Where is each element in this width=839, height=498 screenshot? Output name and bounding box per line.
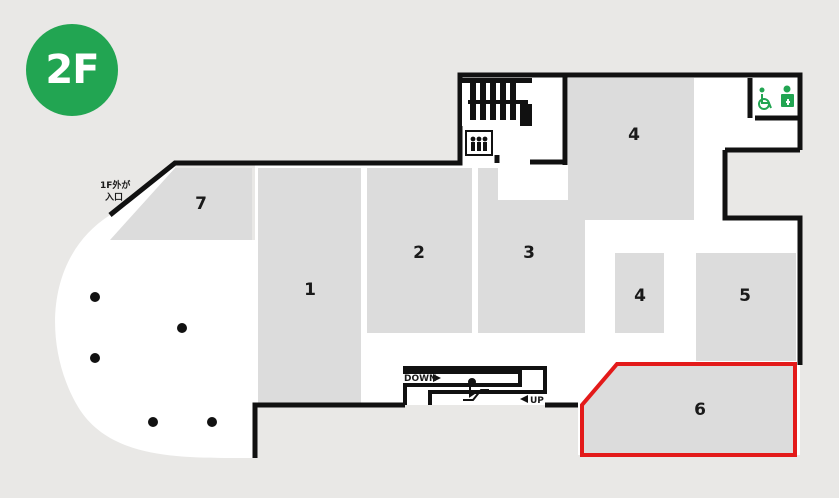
escalator	[403, 366, 547, 405]
shop-6-label: 6	[694, 400, 706, 420]
shop-6-area[interactable]	[582, 364, 795, 455]
shop-1-area[interactable]	[258, 168, 361, 405]
down-arrow	[433, 374, 441, 382]
shop-3-area[interactable]	[478, 168, 585, 333]
shop-5-area[interactable]	[696, 253, 796, 361]
restroom-icon	[781, 85, 794, 107]
up-arrow	[520, 395, 528, 403]
shop-7-area[interactable]	[110, 168, 252, 240]
pillar-dot	[90, 292, 100, 302]
shop-7-label: 7	[195, 194, 207, 214]
escalator-frame	[403, 366, 547, 405]
shop-2-label: 2	[413, 243, 425, 263]
entrance-label-line1: 1F外が	[100, 179, 131, 191]
shop-6-highlight	[580, 362, 797, 457]
escalator-up-label: UP	[530, 396, 544, 406]
wheelchair-icon	[758, 87, 772, 110]
core-walls	[494, 75, 800, 165]
shop-5-label: 5	[739, 286, 751, 306]
outer-walls	[108, 72, 803, 458]
floor-badge: 2F	[26, 24, 118, 116]
outdoor-plaza	[55, 165, 255, 458]
pillar-dot	[90, 353, 100, 363]
pillar-dot	[207, 417, 217, 427]
shop-4-top-label: 4	[628, 125, 640, 145]
plaza-pillars	[90, 292, 217, 427]
pillar-dot	[177, 323, 187, 333]
floor-label: 2F	[45, 47, 99, 93]
shop-4-top-area[interactable]	[568, 78, 694, 220]
shop-3-label: 3	[523, 243, 535, 263]
shop-4-small-label: 4	[634, 286, 646, 306]
escalator-down-label: DOWN	[404, 374, 437, 384]
shop-4-small-area[interactable]	[615, 253, 664, 333]
entrance-label-line2: 入口	[104, 192, 123, 203]
pillar-dot	[148, 417, 158, 427]
escalator-icon	[463, 378, 489, 401]
shop-2-area[interactable]	[367, 168, 472, 333]
stairs-icon	[462, 78, 532, 126]
elevator-icon	[465, 130, 493, 156]
shop-1-label: 1	[304, 280, 316, 300]
